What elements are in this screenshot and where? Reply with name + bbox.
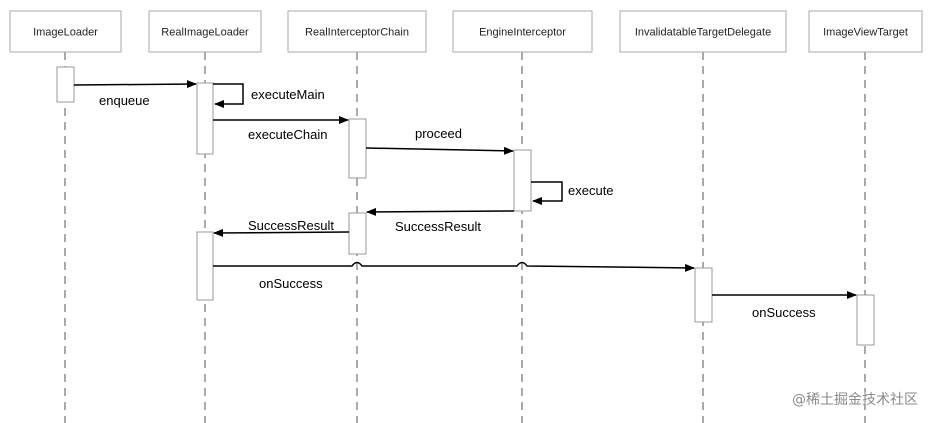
participant-label: ImageLoader [33, 27, 98, 39]
participant-engineinterceptor: EngineInterceptor [452, 10, 593, 53]
message-label-successresult-engine: SuccessResult [395, 219, 481, 234]
message-label-proceed: proceed [415, 126, 462, 141]
activation-imageviewtarget [856, 294, 875, 346]
participant-label: RealInterceptorChain [305, 27, 409, 39]
activation-realimageloader-1 [196, 82, 214, 155]
watermark: @稀土掘金技术社区 [792, 392, 918, 408]
messages [73, 80, 857, 299]
message-proceed-arrow [365, 146, 514, 155]
participant-imageviewtarget: ImageViewTarget [808, 10, 923, 53]
participant-label: InvalidatableTargetDelegate [635, 27, 771, 39]
activation-invalidatable [694, 267, 713, 323]
activation-engineinterceptor [513, 149, 532, 212]
message-execute-arrow [531, 181, 563, 205]
participant-label: ImageViewTarget [823, 27, 908, 39]
participant-realinterceptorchain: RealInterceptorChain [287, 10, 427, 53]
activations [56, 66, 875, 346]
message-label-successresult-chain: SuccessResult [248, 218, 334, 233]
activation-realinterceptorchain-1 [348, 118, 367, 179]
participant-label: RealImageLoader [161, 27, 249, 39]
activation-realimageloader-2 [196, 231, 214, 301]
activation-imageloader [56, 66, 75, 103]
participant-realimageloader: RealImageLoader [148, 10, 262, 53]
message-label-onsuccess-target: onSuccess [752, 305, 816, 320]
participant-imageloader: ImageLoader [9, 10, 122, 53]
message-onsuccess-delegate-arrow [213, 261, 695, 272]
message-successresult-chain-arrow [213, 228, 350, 237]
message-enqueue-arrow [73, 80, 197, 89]
activation-realinterceptorchain-2 [348, 212, 367, 255]
message-label-executemain: executeMain [251, 87, 325, 102]
message-label-executechain: executeChain [248, 127, 328, 142]
lifelines [64, 52, 866, 423]
message-label-enqueue: enqueue [99, 93, 150, 108]
participant-label: EngineInterceptor [479, 27, 566, 39]
message-executemain-arrow [213, 83, 244, 108]
message-successresult-engine-arrow [366, 207, 515, 216]
message-label-onsuccess-delegate: onSuccess [259, 276, 323, 291]
message-labels: enqueue executeMain executeChain proceed… [99, 87, 816, 320]
participant-invalidatable: InvalidatableTargetDelegate [619, 10, 787, 53]
message-label-execute: execute [568, 183, 614, 198]
